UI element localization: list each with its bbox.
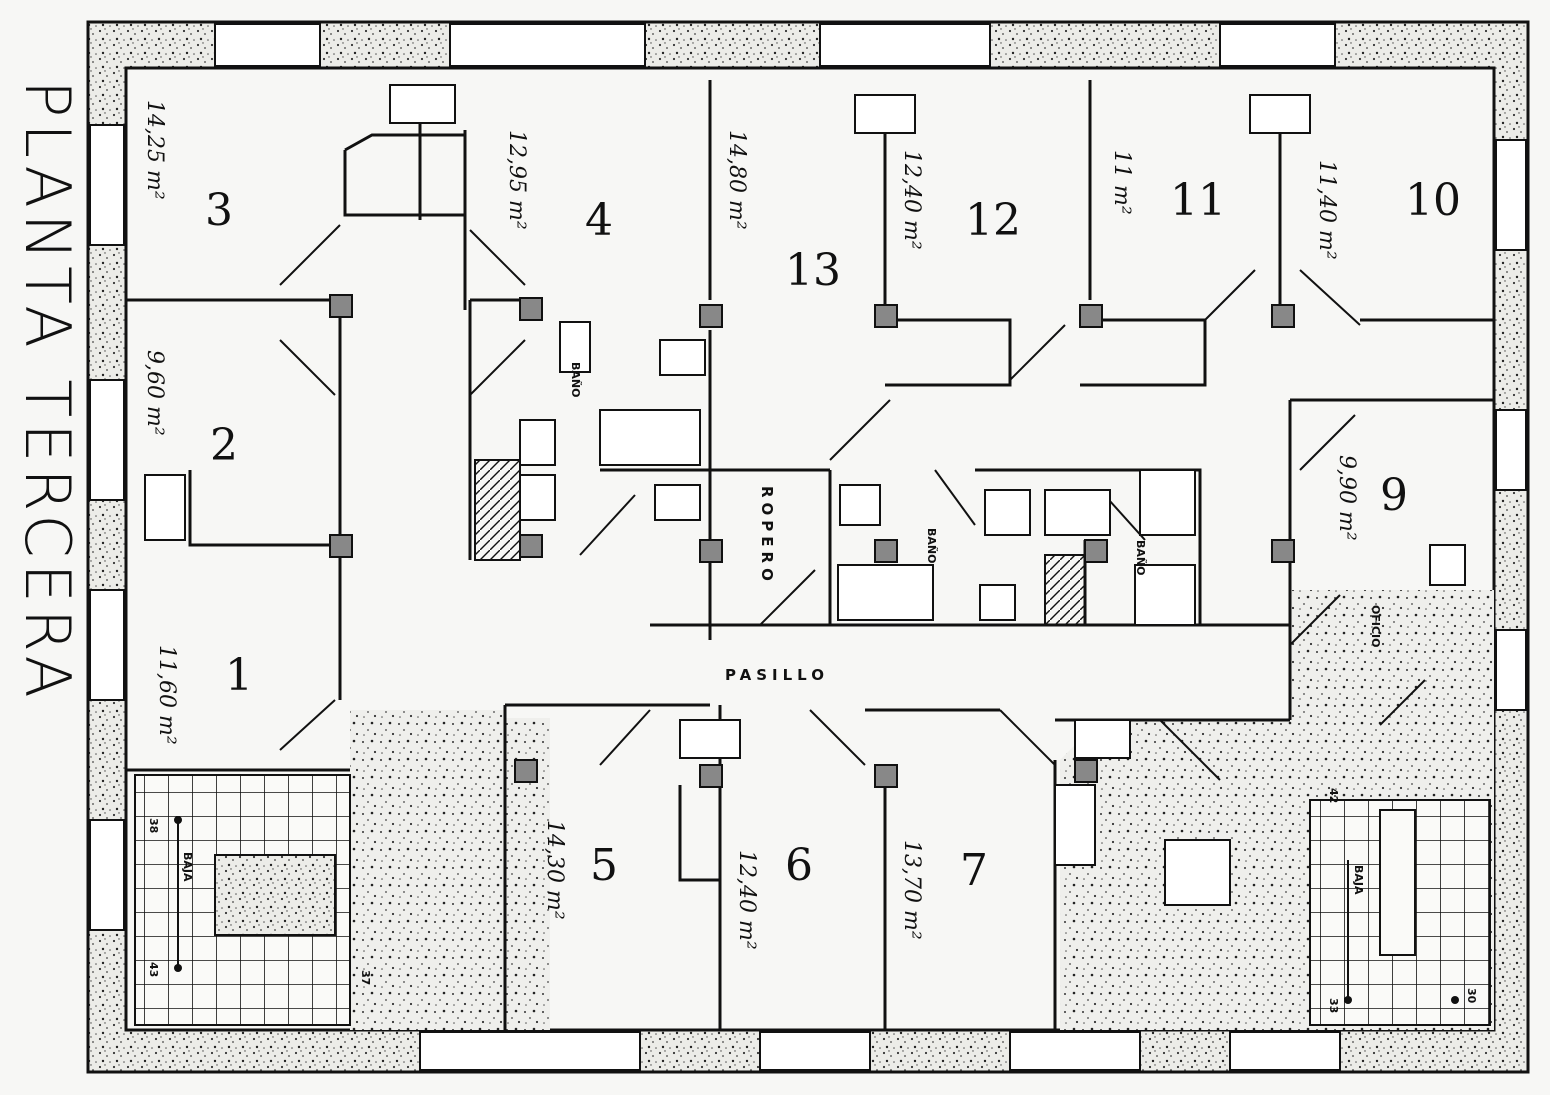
room-number: 11 <box>1170 175 1226 226</box>
ropero-label: ROPERO <box>758 486 776 586</box>
room-area: 9,90 m² <box>1334 455 1359 541</box>
columns <box>329 294 1295 788</box>
space-labels: PASILLO ROPERO BAÑO BAÑO BAÑO OFICIO BAJ… <box>181 362 1382 895</box>
stairs-left <box>134 774 351 1026</box>
room-number: 2 <box>210 420 238 471</box>
stair-numbers: 38 43 37 42 33 30 <box>147 788 1478 1013</box>
room-number: 1 <box>225 650 253 701</box>
room-area: 11,40 m² <box>1314 160 1339 260</box>
room-area: 9,60 m² <box>142 350 167 436</box>
stair-number: 38 <box>147 818 160 833</box>
oficio-label: OFICIO <box>1369 605 1382 647</box>
stair-number: 43 <box>147 962 160 977</box>
room-area: 14,25 m² <box>142 100 167 200</box>
bano-label: BAÑO <box>1134 540 1147 575</box>
room-area: 13,70 m² <box>899 840 924 940</box>
pasillo-label: PASILLO <box>725 666 829 684</box>
room-area: 12,40 m² <box>734 850 759 950</box>
baja-label: BAJA <box>181 852 194 882</box>
stairs-right <box>1309 799 1491 1026</box>
room-number: 3 <box>205 185 233 236</box>
stair-number: 42 <box>1327 788 1340 803</box>
room-area: 11 m² <box>1109 150 1134 215</box>
room-number: 5 <box>590 840 618 891</box>
stair-number: 33 <box>1327 998 1340 1013</box>
baja-label: BAJA <box>1352 865 1365 895</box>
room-number: 7 <box>960 845 988 896</box>
room-area: 11,60 m² <box>154 645 179 745</box>
room-number: 10 <box>1405 175 1461 226</box>
bathroom-fixtures <box>474 321 1196 866</box>
room-number: 13 <box>785 245 841 296</box>
door-swings <box>279 224 1426 781</box>
fixtures <box>144 84 1466 906</box>
plan-title: PLANTA TERCERA <box>11 80 84 704</box>
stair-number: 30 <box>1465 988 1478 1004</box>
room-area: 12,95 m² <box>504 130 529 230</box>
bano-label: BAÑO <box>925 528 938 563</box>
windows <box>89 23 1527 1071</box>
room-number: 9 <box>1380 470 1408 521</box>
stair-number: 37 <box>359 970 372 985</box>
room-number: 12 <box>965 195 1021 246</box>
room-number: 4 <box>585 195 613 246</box>
room-area: 14,30 m² <box>542 820 567 920</box>
interior-walls <box>126 80 1494 1030</box>
room-labels: 3 14,25 m² 4 12,95 m² 13 14,80 m² 12 12,… <box>142 100 1461 950</box>
room-area: 14,80 m² <box>724 130 749 230</box>
bano-label: BAÑO <box>569 362 582 397</box>
room-number: 6 <box>785 840 813 891</box>
room-area: 12,40 m² <box>899 150 924 250</box>
